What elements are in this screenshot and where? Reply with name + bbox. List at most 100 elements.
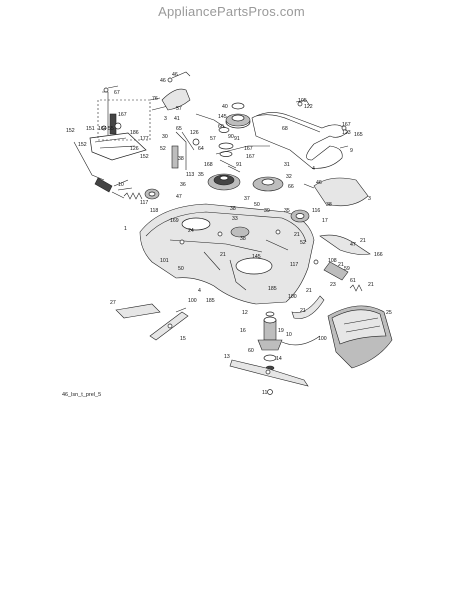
callout-label: 113 <box>186 172 194 178</box>
callout-label: 39 <box>264 208 270 214</box>
callout-label: 186 <box>130 130 139 136</box>
callout-label: 177 <box>140 136 149 142</box>
drive-belt <box>251 112 349 169</box>
callout-label: 167 <box>246 154 255 160</box>
callout-label: 3 <box>164 116 167 122</box>
callout-label: 16 <box>240 328 246 334</box>
callout-label: 152 <box>140 154 149 160</box>
callout-label: 17 <box>322 218 328 224</box>
callout-label: 145 <box>252 254 261 260</box>
callout-label: 185 <box>206 298 215 304</box>
callout-label: 67 <box>114 90 120 96</box>
callout-label: 3 <box>368 196 371 202</box>
callout-label: 60 <box>248 348 254 354</box>
callout-label: 152 <box>78 142 87 148</box>
callout-label: 122 <box>304 104 313 110</box>
callout-label: 105 <box>298 98 307 104</box>
callout-label: 91 <box>236 162 242 168</box>
callout-label: 37 <box>244 196 250 202</box>
callout-label: 145 <box>218 114 227 120</box>
mower-blade <box>229 359 309 395</box>
callout-label: 167 <box>244 146 253 152</box>
callout-label: 38 <box>230 206 236 212</box>
callout-label: 33 <box>232 216 238 222</box>
baffle-plate <box>281 295 325 346</box>
deck-hanger-brackets <box>115 303 189 341</box>
belt-guide-parts <box>295 99 369 207</box>
deflector-bracket <box>313 234 371 292</box>
callout-label: 36 <box>180 182 186 188</box>
callout-label: 164 <box>98 126 107 132</box>
mower-deck-housing <box>139 203 315 305</box>
callout-label: 57 <box>210 136 216 142</box>
callout-label: 50 <box>178 266 184 272</box>
callout-label: 165 <box>354 132 363 138</box>
callout-label: 13 <box>224 354 230 360</box>
callout-label: 118 <box>150 208 158 214</box>
callout-label: 64 <box>198 146 204 152</box>
callout-label: 108 <box>328 258 337 264</box>
callout-label: 47 <box>350 242 356 248</box>
callout-label: 167 <box>118 112 127 118</box>
callout-label: 91 <box>234 136 240 142</box>
callout-label: 40 <box>222 104 228 110</box>
callout-label: 12 <box>242 310 248 316</box>
callout-label: 66 <box>288 184 294 190</box>
callout-label: 126 <box>190 130 199 136</box>
callout-label: 21 <box>300 308 306 314</box>
callout-label: 168 <box>204 162 213 168</box>
callout-label: 166 <box>374 252 383 258</box>
callout-label: 52 <box>300 240 306 246</box>
site-watermark: AppliancePartsPros.com <box>158 4 305 19</box>
discharge-deflector <box>327 305 393 369</box>
callout-label: 21 <box>220 252 226 258</box>
callout-label: 10 <box>118 182 124 188</box>
callout-label: 50 <box>254 202 260 208</box>
callout-label: 27 <box>110 300 116 306</box>
callout-label: 46 <box>316 180 322 186</box>
idler-bracket-set <box>161 71 227 170</box>
callout-label: 59 <box>344 266 350 272</box>
right-idler-pulley <box>290 209 310 223</box>
callout-label: 21 <box>294 232 300 238</box>
callout-label: 46 <box>172 72 178 78</box>
callout-label: 1 <box>124 226 127 232</box>
callout-label: 23 <box>330 282 336 288</box>
callout-label: 25 <box>386 310 392 316</box>
callout-label: 126 <box>130 146 139 152</box>
callout-label: 11 <box>262 390 267 396</box>
callout-label: 15 <box>180 336 186 342</box>
callout-label: 21 <box>360 238 366 244</box>
callout-label: 38 <box>240 236 246 242</box>
callout-label: 38 <box>178 156 184 162</box>
callout-label: 4 <box>198 288 201 294</box>
lift-rod-and-spring <box>111 188 160 200</box>
callout-label: 4 <box>312 166 315 172</box>
callout-label: 35 <box>198 172 204 178</box>
callout-label: 100 <box>288 294 297 300</box>
callout-label: 116 <box>312 208 320 214</box>
callout-label: 41 <box>174 116 180 122</box>
callout-label: 100 <box>188 298 197 304</box>
callout-label: 30 <box>162 134 168 140</box>
callout-label: 100 <box>318 336 327 342</box>
callout-label: 47 <box>176 194 182 200</box>
callout-label: 60 <box>218 124 224 130</box>
callout-label: 65 <box>176 126 182 132</box>
callout-label: 52 <box>160 146 166 152</box>
callout-label: 21 <box>338 262 344 268</box>
callout-label: 19 <box>278 328 284 334</box>
callout-label: 35 <box>284 208 290 214</box>
pulley-stack <box>207 102 284 192</box>
callout-label: 57 <box>176 106 182 112</box>
callout-label: 61 <box>350 278 356 284</box>
callout-label: 38 <box>326 202 332 208</box>
callout-label: 55 <box>108 126 114 132</box>
callout-label: 185 <box>268 286 277 292</box>
callout-label: 10 <box>286 332 292 338</box>
callout-label: 46 <box>160 78 166 84</box>
callout-label: 167 <box>342 122 351 128</box>
callout-label: 9 <box>350 148 353 154</box>
callout-label: 68 <box>282 126 288 132</box>
